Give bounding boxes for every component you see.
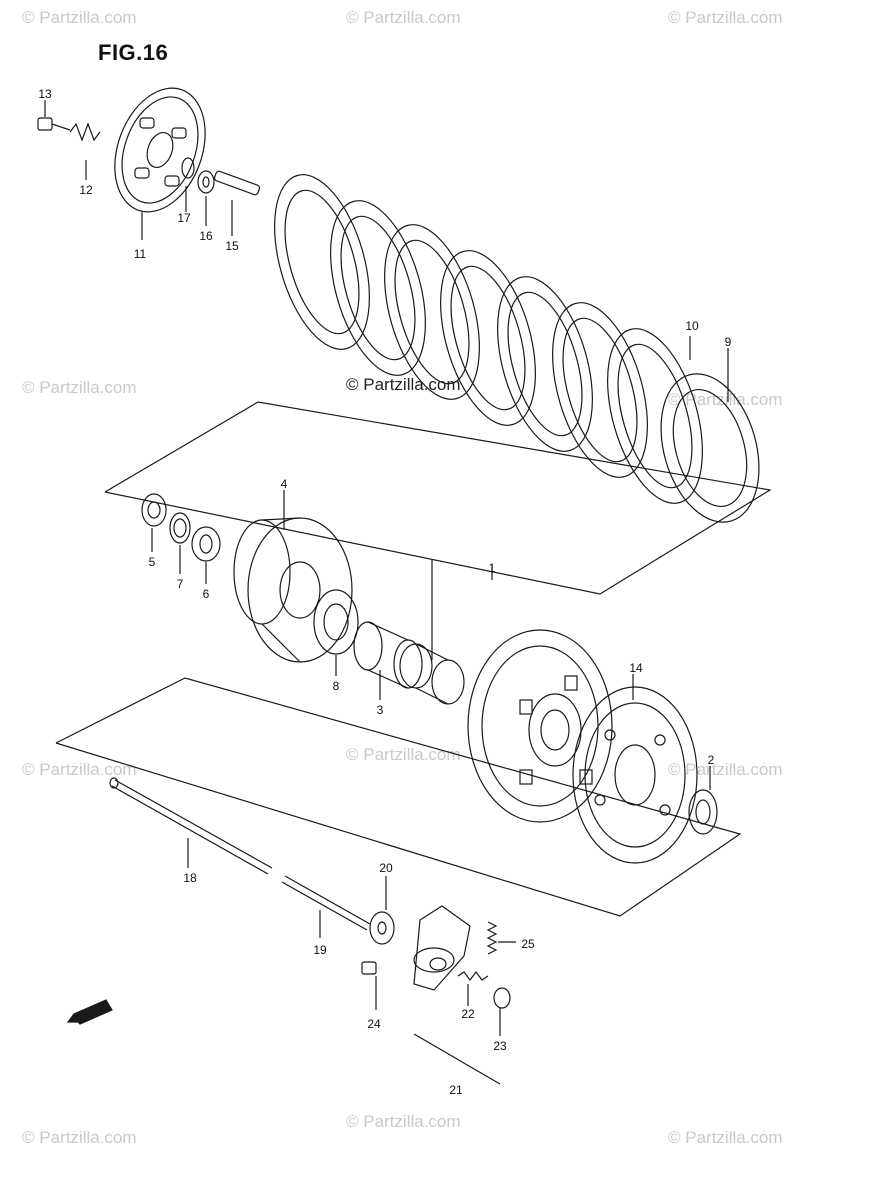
callout-1: 1 — [488, 561, 496, 575]
group-bracket-21 — [413, 1033, 501, 1085]
primary-driven-gear-1 — [467, 629, 613, 823]
callout-23: 23 — [493, 1039, 507, 1053]
callout-3: 3 — [376, 703, 384, 717]
callout-4: 4 — [280, 477, 288, 491]
spring-12 — [69, 122, 101, 142]
watermark: © Partzilla.com — [22, 760, 137, 779]
callout-12: 12 — [79, 183, 93, 197]
push-rod-18 — [109, 777, 273, 875]
clutch-plate-stack — [274, 174, 760, 523]
callout-2: 2 — [707, 753, 715, 767]
watermark: © Partzilla.com — [346, 8, 461, 27]
watermark: © Partzilla.com — [346, 745, 461, 764]
screw-22 — [457, 971, 489, 981]
bolt-13 — [37, 117, 71, 131]
watermark: © Partzilla.com — [22, 8, 137, 27]
callout-25: 25 — [521, 937, 535, 951]
center-watermark: © Partzilla.com — [346, 375, 461, 394]
thrust-washer-8 — [313, 589, 359, 655]
callout-24: 24 — [367, 1017, 381, 1031]
spring-25 — [486, 921, 498, 955]
group-bracket-lower — [55, 677, 742, 917]
watermark: © Partzilla.com — [22, 378, 137, 397]
callout-14: 14 — [629, 661, 643, 675]
watermark: © Partzilla.com — [346, 1112, 461, 1131]
callout-10: 10 — [685, 319, 699, 333]
nut-23 — [493, 987, 511, 1009]
callout-15: 15 — [225, 239, 239, 253]
callout-20: 20 — [379, 861, 393, 875]
figure-title: FIG.16 — [98, 40, 169, 65]
washer-17 — [181, 157, 195, 179]
callout-21: 21 — [449, 1083, 463, 1097]
leader-lines — [44, 100, 729, 1036]
washer-7 — [169, 512, 191, 544]
washer-6 — [191, 526, 221, 562]
group-bracket-plates — [104, 401, 772, 595]
bolt-24 — [361, 961, 377, 975]
bearing-5 — [141, 493, 167, 527]
callout-18: 18 — [183, 871, 197, 885]
rod-15 — [213, 170, 261, 196]
callout-17: 17 — [177, 211, 191, 225]
callout-16: 16 — [199, 229, 213, 243]
callout-6: 6 — [202, 587, 210, 601]
callout-22: 22 — [461, 1007, 475, 1021]
piece-20 — [369, 911, 395, 945]
watermark: © Partzilla.com — [22, 1128, 137, 1147]
sleeve-hub-4 — [233, 517, 353, 663]
callout-13: 13 — [38, 87, 52, 101]
callout-9: 9 — [724, 335, 732, 349]
watermark: © Partzilla.com — [668, 390, 783, 409]
callout-8: 8 — [332, 679, 340, 693]
callout-7: 7 — [176, 577, 184, 591]
callout-5: 5 — [148, 555, 156, 569]
spacer — [399, 643, 465, 705]
callout-11: 11 — [133, 247, 147, 261]
fwd-arrow-icon — [66, 999, 113, 1025]
callout-19: 19 — [313, 943, 327, 957]
push-rod-19 — [281, 875, 371, 931]
watermark: © Partzilla.com — [668, 1128, 783, 1147]
needle-bearing-3 — [353, 621, 423, 689]
washer-2 — [688, 789, 718, 835]
nut-16 — [197, 170, 215, 194]
pressure-plate — [114, 87, 206, 213]
watermark: © Partzilla.com — [668, 8, 783, 27]
release-assembly-21 — [413, 905, 471, 991]
starter-gear-14 — [572, 686, 698, 864]
